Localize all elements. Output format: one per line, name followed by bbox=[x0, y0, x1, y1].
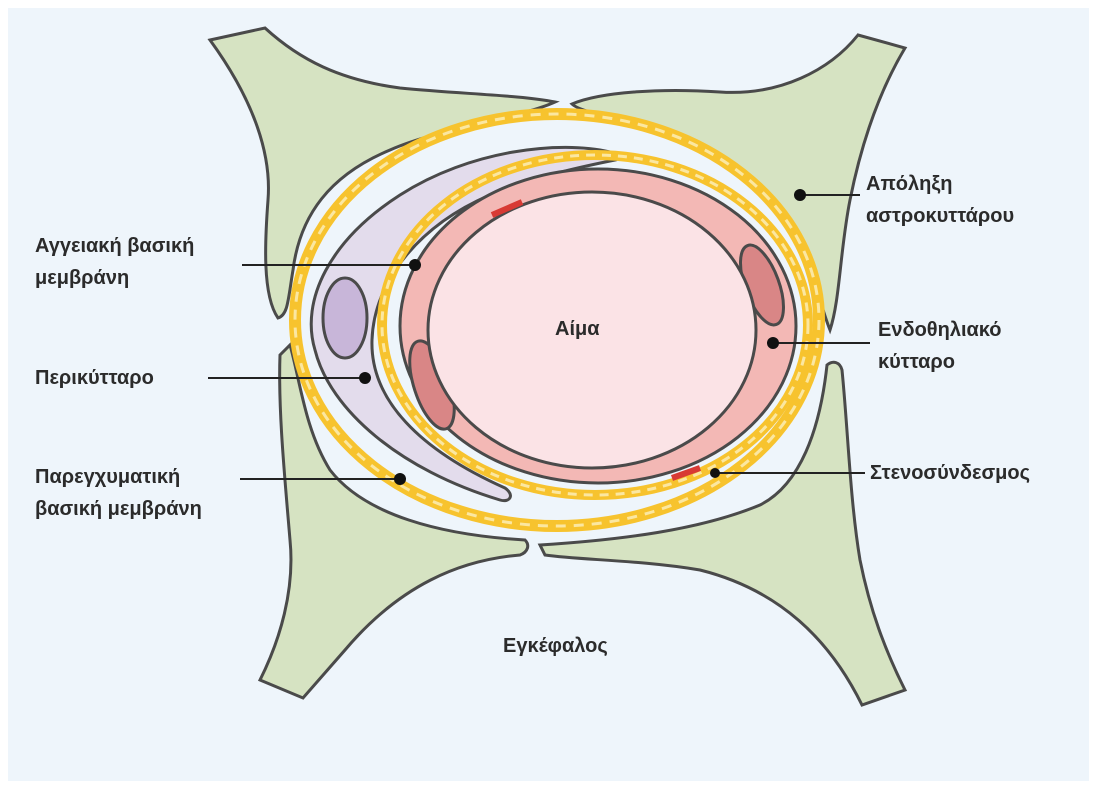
label-astrocyte-endfoot-line2: αστροκυττάρου bbox=[866, 200, 1014, 232]
label-blood: Αίμα bbox=[555, 313, 600, 345]
label-pericyte: Περικύτταρο bbox=[35, 362, 154, 394]
label-astrocyte-endfoot: Απόληξη αστροκυττάρου bbox=[866, 168, 1014, 232]
label-parenchymal-basement-membrane-line1: Παρεγχυματική bbox=[35, 461, 202, 493]
label-astrocyte-endfoot-line1: Απόληξη bbox=[866, 168, 1014, 200]
label-vascular-basement-membrane-line1: Αγγειακή βασική bbox=[35, 230, 194, 262]
label-endothelial-cell-line1: Ενδοθηλιακό bbox=[878, 314, 1002, 346]
label-tight-junction: Στενοσύνδεσμος bbox=[870, 457, 1030, 489]
label-parenchymal-basement-membrane-line2: βασική μεμβράνη bbox=[35, 493, 202, 525]
label-vascular-basement-membrane: Αγγειακή βασική μεμβράνη bbox=[35, 230, 194, 294]
label-parenchymal-basement-membrane: Παρεγχυματική βασική μεμβράνη bbox=[35, 461, 202, 525]
pericyte-nucleus bbox=[323, 278, 367, 358]
label-endothelial-cell-line2: κύτταρο bbox=[878, 346, 1002, 378]
label-brain: Εγκέφαλος bbox=[503, 630, 608, 662]
label-endothelial-cell: Ενδοθηλιακό κύτταρο bbox=[878, 314, 1002, 378]
label-vascular-basement-membrane-line2: μεμβράνη bbox=[35, 262, 194, 294]
